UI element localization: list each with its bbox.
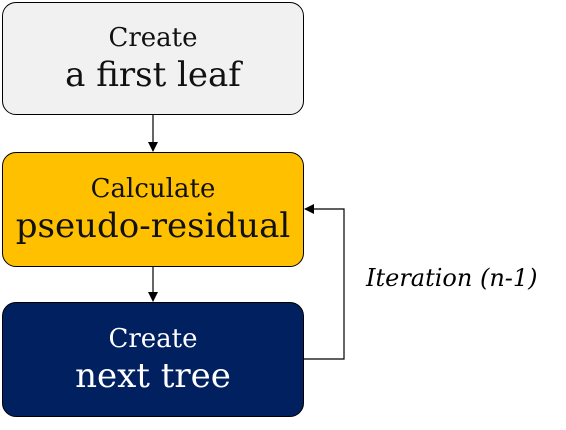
node-calculate-pseudo-residual-line1: Calculate <box>90 173 216 204</box>
node-create-next-tree-line1: Create <box>108 323 198 354</box>
iteration-label: Iteration (n-1) <box>366 264 538 292</box>
node-calculate-pseudo-residual-line2: pseudo-residual <box>15 205 291 246</box>
node-calculate-pseudo-residual: Calculate pseudo-residual <box>2 152 304 267</box>
node-create-first-leaf: Create a first leaf <box>2 2 304 115</box>
node-create-first-leaf-line1: Create <box>108 22 198 53</box>
node-create-next-tree: Create next tree <box>2 302 304 417</box>
node-create-next-tree-line2: next tree <box>75 355 231 396</box>
edge-iteration-loop-arrow <box>304 204 345 360</box>
node-create-first-leaf-line2: a first leaf <box>65 54 241 95</box>
